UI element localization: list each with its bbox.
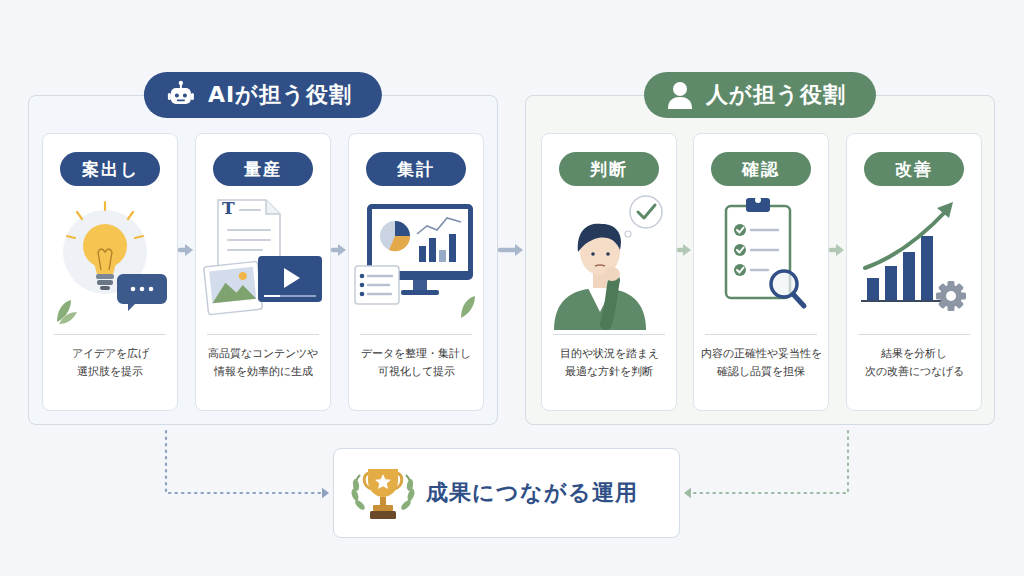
card-description: 結果を分析し 次の改善につなげる xyxy=(851,345,977,381)
connector xyxy=(684,431,848,498)
divider-line xyxy=(360,334,472,335)
panel-heading-pill: 人が担う役割 xyxy=(644,72,876,118)
divider-line xyxy=(705,334,817,335)
growth-chart-illustration xyxy=(847,190,983,330)
arrow-head xyxy=(515,244,523,256)
role-card: 集計データを整理・集計し 可視化して提示 xyxy=(348,133,484,411)
card-description: 目的や状況を踏まえ 最適な方針を判断 xyxy=(546,345,672,381)
connector-line xyxy=(500,248,517,253)
lightbulb-illustration xyxy=(43,190,179,330)
panel-heading: 人が担う役割 xyxy=(706,80,846,110)
connector-line xyxy=(690,431,848,493)
card-heading: 案出し xyxy=(60,152,160,186)
human-role-panel: 人が担う役割 判断目的や状況を踏まえ 最適な方針を判断 確認内容の正確性や妥当性… xyxy=(525,95,995,425)
thinking-person-illustration xyxy=(542,190,678,330)
checklist-illustration xyxy=(694,190,830,330)
role-card: 改善結果を分析し 次の改善につなげる xyxy=(846,133,982,411)
connector-line xyxy=(166,431,323,493)
outcome-label: 成果につながる運用 xyxy=(426,478,638,508)
role-card: 量産高品質なコンテンツや 情報を効率的に生成 xyxy=(195,133,331,411)
role-card: 案出しアイデアを広げ 選択肢を提示 xyxy=(42,133,178,411)
card-heading: 確認 xyxy=(711,152,811,186)
role-card: 確認内容の正確性や妥当性を 確認し品質を担保 xyxy=(693,133,829,411)
trophy-illustration xyxy=(350,463,416,525)
divider-line xyxy=(858,334,970,335)
role-card: 判断目的や状況を踏まえ 最適な方針を判断 xyxy=(541,133,677,411)
icon-letter: T xyxy=(222,200,235,217)
outcome-box: 成果につながる運用 xyxy=(333,448,680,538)
dashboard-illustration xyxy=(349,190,485,330)
card-description: 内容の正確性や妥当性を 確認し品質を担保 xyxy=(698,345,824,381)
content-illustration xyxy=(196,190,332,330)
card-heading: 判断 xyxy=(559,152,659,186)
connector xyxy=(500,244,523,256)
card-description: 高品質なコンテンツや 情報を効率的に生成 xyxy=(200,345,326,381)
card-description: アイデアを広げ 選択肢を提示 xyxy=(47,345,173,381)
divider-line xyxy=(553,334,665,335)
card-heading: 改善 xyxy=(864,152,964,186)
card-heading: 量産 xyxy=(213,152,313,186)
panel-heading: AIが担う役割 xyxy=(208,80,352,110)
panel-heading-pill: AIが担う役割 xyxy=(144,72,382,118)
person-icon xyxy=(666,80,694,110)
divider-line xyxy=(207,334,319,335)
card-description: データを整理・集計し 可視化して提示 xyxy=(353,345,479,381)
card-heading: 集計 xyxy=(366,152,466,186)
divider-line xyxy=(54,334,166,335)
robot-icon xyxy=(166,80,196,110)
connector xyxy=(166,431,329,498)
arrow-head xyxy=(322,488,329,499)
arrow-head xyxy=(684,488,691,499)
ai-role-panel: AIが担う役割 案出しアイデアを広げ 選択肢を提示 xyxy=(28,95,498,425)
